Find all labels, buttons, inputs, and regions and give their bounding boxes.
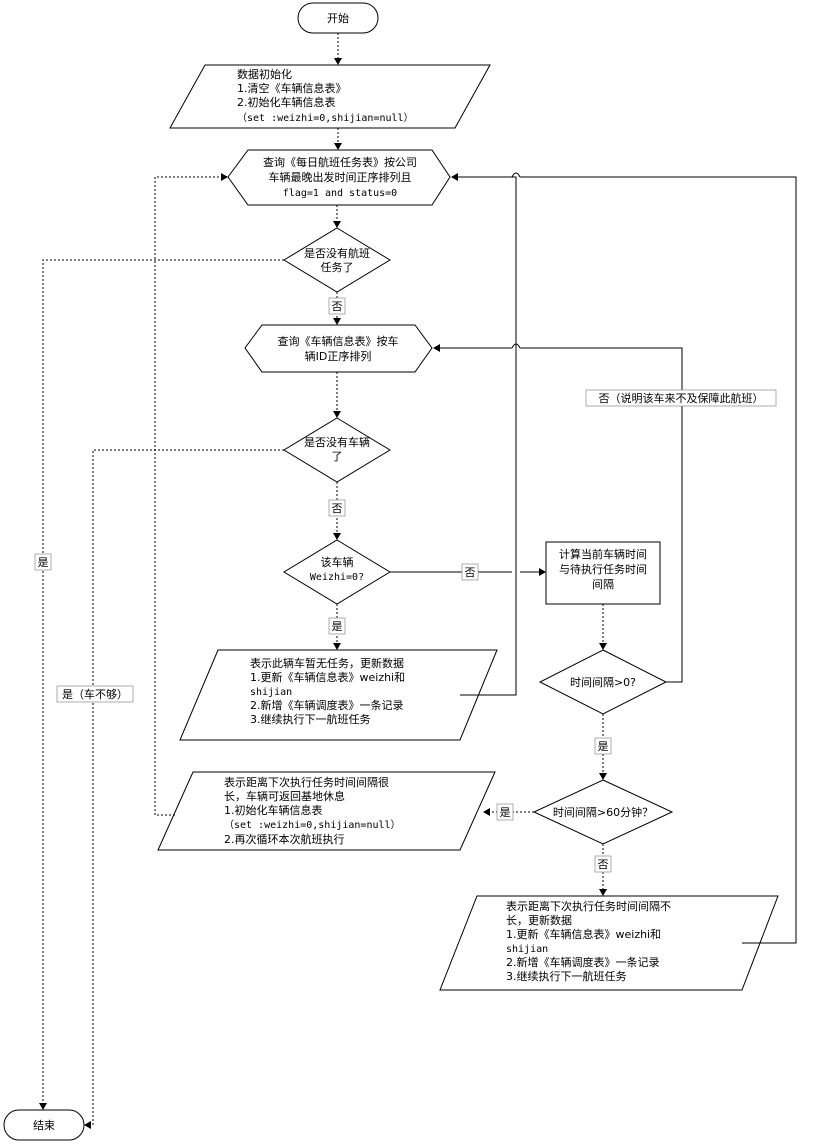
arrow-head bbox=[333, 533, 341, 540]
end-label: 结束 bbox=[33, 1119, 55, 1132]
no-flights-line-1: 是否没有航班 bbox=[304, 246, 370, 260]
label-interval-60-no: 否 bbox=[598, 858, 609, 871]
arrow-head bbox=[84, 1121, 91, 1129]
label-no-flights-yes: 是 bbox=[38, 556, 49, 569]
arrow-head bbox=[599, 773, 607, 780]
short-interval-line-4: shijian bbox=[506, 944, 548, 955]
short-interval-line-2: 长，更新数据 bbox=[506, 913, 572, 927]
interval-positive-label: 时间间隔>0? bbox=[570, 676, 636, 689]
short-interval-line-5: 2.新增《车辆调度表》一条记录 bbox=[506, 955, 660, 969]
long-interval-line-2: 长，车辆可返回基地休息 bbox=[224, 789, 345, 803]
arrow-head bbox=[433, 344, 440, 352]
short-interval-line-6: 3.继续执行下一航班任务 bbox=[506, 969, 627, 983]
arrow-head bbox=[451, 173, 458, 181]
arrow-head bbox=[539, 568, 546, 576]
edge-long-interval-to-query-flights bbox=[154, 176, 221, 816]
init-line-4: （set :weizhi=0,shijian=null） bbox=[237, 112, 414, 124]
long-interval-line-1: 表示距离下次执行任务时间间隔很 bbox=[224, 775, 389, 789]
line-hop bbox=[511, 172, 521, 178]
calc-interval-line-1: 计算当前车辆时间 bbox=[559, 547, 647, 561]
arrow-head bbox=[333, 318, 341, 325]
query-vehicles-line-2: 辆ID正序排列 bbox=[305, 349, 372, 363]
query-vehicles-node bbox=[244, 324, 433, 373]
arrow-head bbox=[599, 643, 607, 650]
arrow-head bbox=[333, 643, 341, 650]
init-node bbox=[169, 64, 491, 129]
long-interval-line-4: （set :weizhi=0,shijian=null） bbox=[224, 819, 401, 831]
arrow-head bbox=[39, 1103, 47, 1110]
label-no-vehicles-no: 否 bbox=[332, 502, 343, 515]
label-interval-positive-no: 否（说明该车来不及保障此航班） bbox=[599, 391, 764, 405]
long-interval-node bbox=[157, 771, 496, 851]
label-no-vehicles-yes: 是（车不够） bbox=[62, 687, 128, 701]
init-line-1: 数据初始化 bbox=[237, 67, 292, 81]
label-interval-60-yes: 是 bbox=[500, 806, 511, 819]
query-vehicles-line-1: 查询《车辆信息表》按车 bbox=[278, 334, 399, 348]
edge-no-vehicles-to-end bbox=[91, 449, 284, 1126]
query-flights-line-2: 车辆最晚出发时间正序排列且 bbox=[269, 170, 412, 184]
no-flights-line-2: 任务了 bbox=[321, 261, 354, 274]
weizhi-line-1: 该车辆 bbox=[321, 555, 354, 569]
init-line-2: 1.清空《车辆信息表》 bbox=[237, 81, 347, 95]
calc-interval-node bbox=[545, 541, 661, 605]
label-interval-positive-yes: 是 bbox=[598, 740, 609, 753]
arrow-head bbox=[333, 221, 341, 228]
query-flights-line-1: 查询《每日航班任务表》按公司 bbox=[263, 155, 417, 169]
init-line-3: 2.初始化车辆信息表 bbox=[237, 95, 336, 109]
no-vehicles-line-1: 是否没有车辆 bbox=[304, 435, 370, 449]
arrow-head bbox=[334, 143, 342, 150]
calc-interval-line-2: 与待执行任务时间 bbox=[559, 562, 647, 576]
idle-update-line-5: 3.继续执行下一航班任务 bbox=[250, 712, 371, 726]
arrow-head bbox=[334, 58, 342, 65]
no-vehicles-line-2: 了 bbox=[332, 450, 343, 463]
interval-60-label: 时间间隔>60分钟？ bbox=[553, 805, 653, 819]
calc-interval-line-3: 间隔 bbox=[592, 578, 614, 591]
label-no-flights-no: 否 bbox=[332, 300, 343, 313]
idle-update-node bbox=[179, 649, 498, 741]
long-interval-line-5: 2.再次循环本次航班执行 bbox=[224, 832, 345, 846]
arrow-head bbox=[483, 808, 490, 816]
idle-update-line-3: shijian bbox=[250, 687, 292, 698]
arrow-head bbox=[333, 411, 341, 418]
idle-update-line-2: 1.更新《车辆信息表》weizhi和 bbox=[250, 670, 405, 684]
query-flights-line-3: flag=1 and status=0 bbox=[283, 188, 397, 199]
label-weizhi-yes: 是 bbox=[332, 620, 343, 633]
weizhi-line-2: Weizhi=0? bbox=[310, 572, 364, 583]
label-weizhi-no: 否 bbox=[465, 566, 476, 579]
arrow-head bbox=[221, 173, 228, 181]
edge-short-interval-to-query-flights bbox=[458, 176, 797, 944]
edge-no-flights-to-end bbox=[42, 259, 284, 1103]
short-interval-line-1: 表示距离下次执行任务时间间隔不 bbox=[506, 899, 671, 913]
short-interval-node bbox=[439, 895, 779, 991]
arrow-head bbox=[599, 889, 607, 896]
idle-update-line-4: 2.新增《车辆调度表》一条记录 bbox=[250, 698, 404, 712]
short-interval-line-3: 1.更新《车辆信息表》weizhi和 bbox=[506, 927, 661, 941]
edge-idle-update-to-query-flights bbox=[458, 176, 517, 696]
long-interval-line-3: 1.初始化车辆信息表 bbox=[224, 803, 323, 817]
edge-interval-positive-to-query-vehicles bbox=[440, 347, 683, 683]
no-flights-decision bbox=[283, 227, 391, 293]
idle-update-line-1: 表示此辆车暂无任务，更新数据 bbox=[250, 656, 404, 670]
start-label: 开始 bbox=[327, 11, 349, 25]
